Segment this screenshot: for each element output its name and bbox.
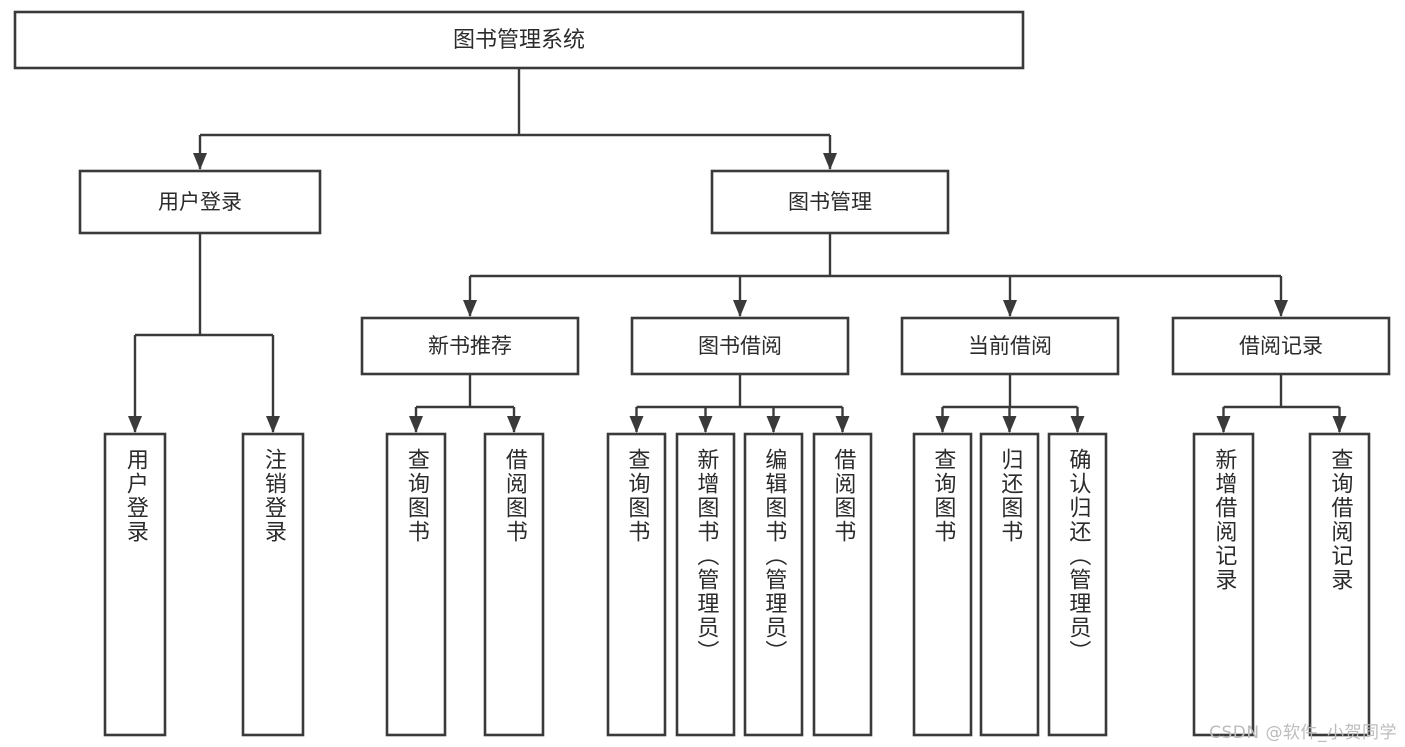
connectors-layer [128,68,1347,433]
level2-node-0-label: 用户登录 [158,190,242,214]
level3-node-0-label: 新书推荐 [428,334,512,358]
arrow-head-icon [698,416,713,433]
arrow-head-icon [1070,416,1085,433]
level3-node-1-label: 图书借阅 [698,334,782,358]
arrow-head-icon [1274,300,1288,317]
level3-node-2-box[interactable] [900,316,1120,376]
arrow-head-icon [193,153,207,170]
arrow-head-icon [935,416,950,433]
leaf-node-0-box[interactable] [103,432,167,737]
arrow-head-icon [823,153,837,170]
level3-node-0-box[interactable] [360,316,580,376]
leaf-node-1-box[interactable] [241,432,305,737]
leaf-node-7-box[interactable] [812,432,873,737]
root-node-0-label: 图书管理系统 [453,28,585,53]
level3-node-3-box[interactable] [1171,316,1391,376]
leaf-node-5-box[interactable] [675,432,736,737]
arrow-head-icon [629,416,644,433]
arrow-head-icon [1002,416,1017,433]
root-node-0-box[interactable] [13,10,1025,70]
level3-node-3-label: 借阅记录 [1239,334,1323,358]
arrow-head-icon [409,416,423,433]
leaf-node-8-box[interactable] [912,432,973,737]
boxes-layer [13,10,1391,737]
arrow-head-icon [835,416,850,433]
csdn-watermark: CSDN @软件_小贺同学 [1209,723,1397,743]
leaf-node-6-box[interactable] [743,432,804,737]
level2-node-1-label: 图书管理 [788,190,872,214]
arrow-head-icon [766,416,781,433]
level2-node-0-box[interactable] [78,169,322,235]
level3-node-1-box[interactable] [630,316,850,376]
leaf-node-4-box[interactable] [606,432,667,737]
leaf-node-9-box[interactable] [979,432,1040,737]
leaf-node-11-box[interactable] [1192,432,1255,737]
leaf-node-2-box[interactable] [385,432,447,737]
arrow-head-icon [1216,416,1231,433]
arrow-head-icon [507,416,521,433]
arrow-head-icon [463,300,477,317]
arrow-head-icon [1003,300,1017,317]
leaf-node-3-box[interactable] [483,432,545,737]
level3-node-2-label: 当前借阅 [968,334,1052,358]
leaf-node-12-box[interactable] [1308,432,1371,737]
arrow-head-icon [128,416,142,433]
arrow-head-icon [266,416,280,433]
arrow-head-icon [733,300,747,317]
level2-node-1-box[interactable] [710,169,950,235]
arrow-head-icon [1332,416,1347,433]
leaf-node-10-box[interactable] [1047,432,1108,737]
